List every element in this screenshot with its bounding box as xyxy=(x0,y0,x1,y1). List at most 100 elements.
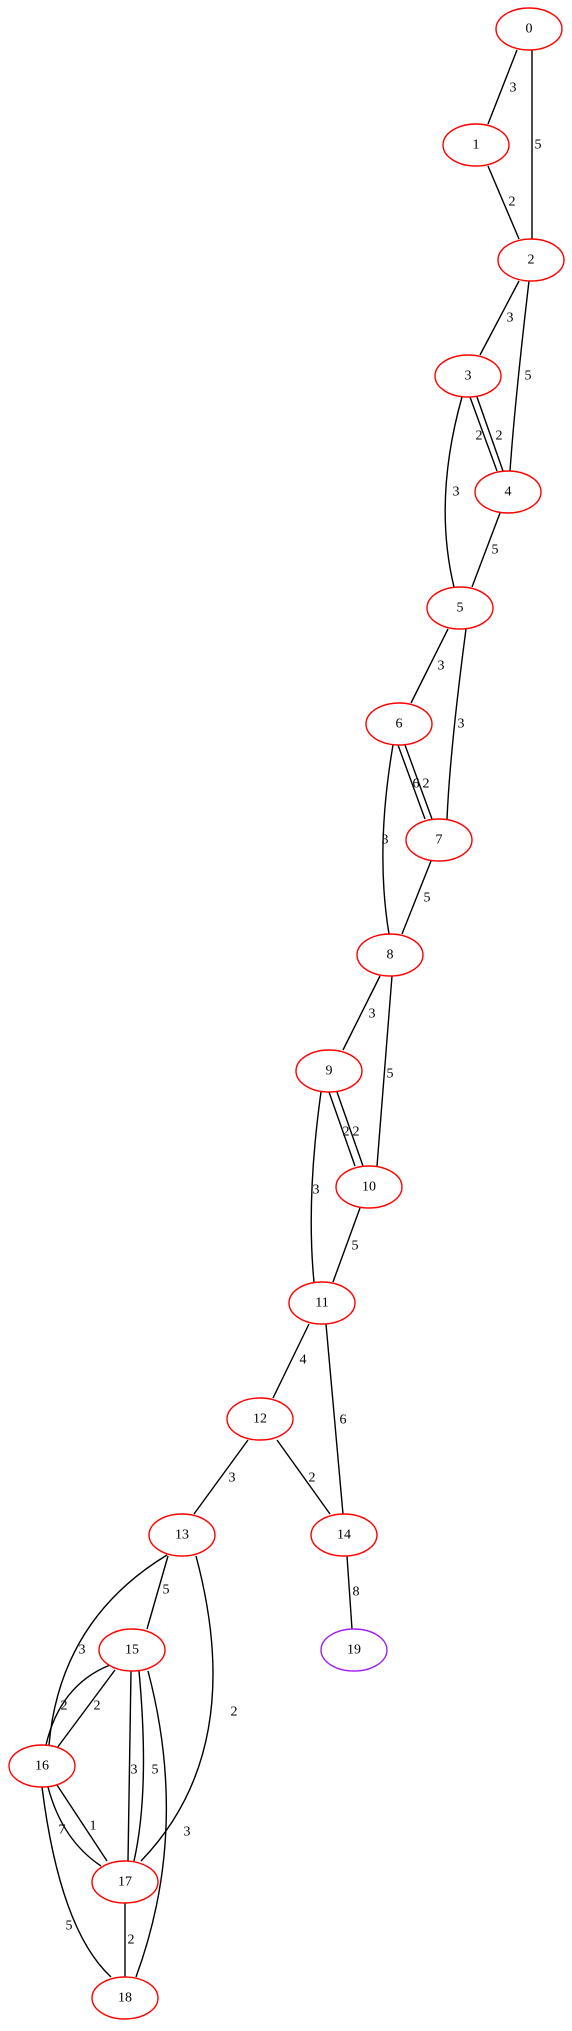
edge-1-2: 2 xyxy=(487,165,520,240)
edge-3-4: 2 xyxy=(469,396,498,472)
edge-weight-label: 5 xyxy=(492,543,499,558)
edge-weight-label: 5 xyxy=(387,1067,394,1082)
edge-line xyxy=(444,396,463,588)
edge-weight-label: 5 xyxy=(66,1919,73,1934)
node-ellipse xyxy=(442,123,510,167)
node-1: 1 xyxy=(442,123,510,167)
edge-line xyxy=(146,1555,169,1630)
node-ellipse xyxy=(497,238,565,282)
node-ellipse xyxy=(426,586,494,630)
node-label: 12 xyxy=(253,1412,267,1427)
edge-weight-label: 2 xyxy=(309,1471,316,1486)
node-5: 5 xyxy=(426,586,494,630)
edge-weight-label: 3 xyxy=(510,81,517,96)
edge-line xyxy=(48,1554,168,1746)
edge-weight-label: 2 xyxy=(61,1699,68,1714)
node-ellipse xyxy=(434,354,502,398)
node-ellipse xyxy=(148,1513,216,1557)
edge-weight-label: 5 xyxy=(152,1763,159,1778)
node-ellipse xyxy=(335,1165,403,1209)
edge-weight-label: 2 xyxy=(496,429,503,444)
edge-15-16: 2 xyxy=(45,1664,111,1746)
edge-line xyxy=(397,744,426,820)
edge-15-16: 2 xyxy=(56,1669,116,1749)
edge-weight-label: 2 xyxy=(423,777,430,792)
edge-6-8: 3 xyxy=(382,744,394,935)
node-label: 3 xyxy=(465,369,472,384)
edge-2-3: 3 xyxy=(479,280,520,356)
edge-7-8: 5 xyxy=(401,860,432,935)
edge-line xyxy=(487,49,518,125)
edge-4-5: 5 xyxy=(471,512,501,588)
edge-weight-label: 7 xyxy=(59,1823,66,1838)
edge-weight-label: 3 xyxy=(369,1007,376,1022)
node-12: 12 xyxy=(226,1397,294,1441)
node-ellipse xyxy=(365,702,433,746)
edge-9-11: 3 xyxy=(310,1091,322,1283)
edge-weight-label: 2 xyxy=(128,1933,135,1948)
node-17: 17 xyxy=(91,1860,159,1904)
edge-line xyxy=(45,1664,111,1746)
node-4: 4 xyxy=(474,470,542,514)
node-label: 1 xyxy=(473,138,480,153)
edge-weight-label: 3 xyxy=(453,485,460,500)
edge-weight-label: 3 xyxy=(79,1643,86,1658)
edge-line xyxy=(382,744,394,935)
edge-weight-label: 2 xyxy=(476,429,483,444)
node-label: 6 xyxy=(396,717,403,732)
edge-11-14: 6 xyxy=(325,1323,347,1515)
edge-line xyxy=(469,396,498,472)
edge-0-1: 3 xyxy=(487,49,518,125)
edge-weight-label: 6 xyxy=(413,777,420,792)
edge-weight-label: 2 xyxy=(509,195,516,210)
node-10: 10 xyxy=(335,1165,403,1209)
node-9: 9 xyxy=(295,1049,363,1093)
edge-weight-label: 1 xyxy=(90,1819,97,1834)
node-18: 18 xyxy=(91,1976,159,2020)
node-3: 3 xyxy=(434,354,502,398)
edge-12-14: 2 xyxy=(276,1439,331,1515)
node-ellipse xyxy=(288,1281,356,1325)
edge-weight-label: 4 xyxy=(300,1353,307,1368)
node-11: 11 xyxy=(288,1281,356,1325)
edge-weight-label: 3 xyxy=(507,311,514,326)
node-label: 13 xyxy=(175,1528,189,1543)
node-14: 14 xyxy=(310,1513,378,1557)
edge-weight-label: 8 xyxy=(353,1585,360,1600)
edge-line xyxy=(376,975,393,1167)
edge-2-4: 5 xyxy=(509,280,532,472)
node-ellipse xyxy=(295,1049,363,1093)
edge-6-7: 6 xyxy=(397,744,426,820)
edge-weight-label: 5 xyxy=(163,1583,170,1598)
edge-12-13: 3 xyxy=(193,1439,249,1515)
node-label: 19 xyxy=(347,1643,361,1658)
node-label: 15 xyxy=(125,1643,139,1658)
edge-line xyxy=(47,1786,102,1867)
node-ellipse xyxy=(8,1744,76,1788)
edge-line xyxy=(346,1555,353,1630)
edge-line xyxy=(272,1323,310,1399)
node-19: 19 xyxy=(320,1628,388,1672)
edge-line xyxy=(325,1323,344,1515)
edge-weight-label: 3 xyxy=(184,1825,191,1840)
node-15: 15 xyxy=(98,1628,166,1672)
edge-15-17: 5 xyxy=(133,1670,159,1862)
edge-line xyxy=(509,280,530,472)
edge-16-17: 7 xyxy=(47,1786,102,1867)
node-label: 4 xyxy=(505,485,512,500)
node-6: 6 xyxy=(365,702,433,746)
edge-line xyxy=(401,860,432,935)
edge-3-4: 2 xyxy=(476,396,504,472)
edge-line xyxy=(332,1207,361,1283)
edge-11-12: 4 xyxy=(272,1323,310,1399)
node-0: 0 xyxy=(495,7,563,51)
edge-line xyxy=(41,1786,112,1978)
node-ellipse xyxy=(98,1628,166,1672)
node-ellipse xyxy=(474,470,542,514)
node-ellipse xyxy=(310,1513,378,1557)
edge-line xyxy=(133,1670,145,1862)
edge-weight-label: 2 xyxy=(94,1699,101,1714)
edge-line xyxy=(127,1670,132,1862)
node-ellipse xyxy=(320,1628,388,1672)
